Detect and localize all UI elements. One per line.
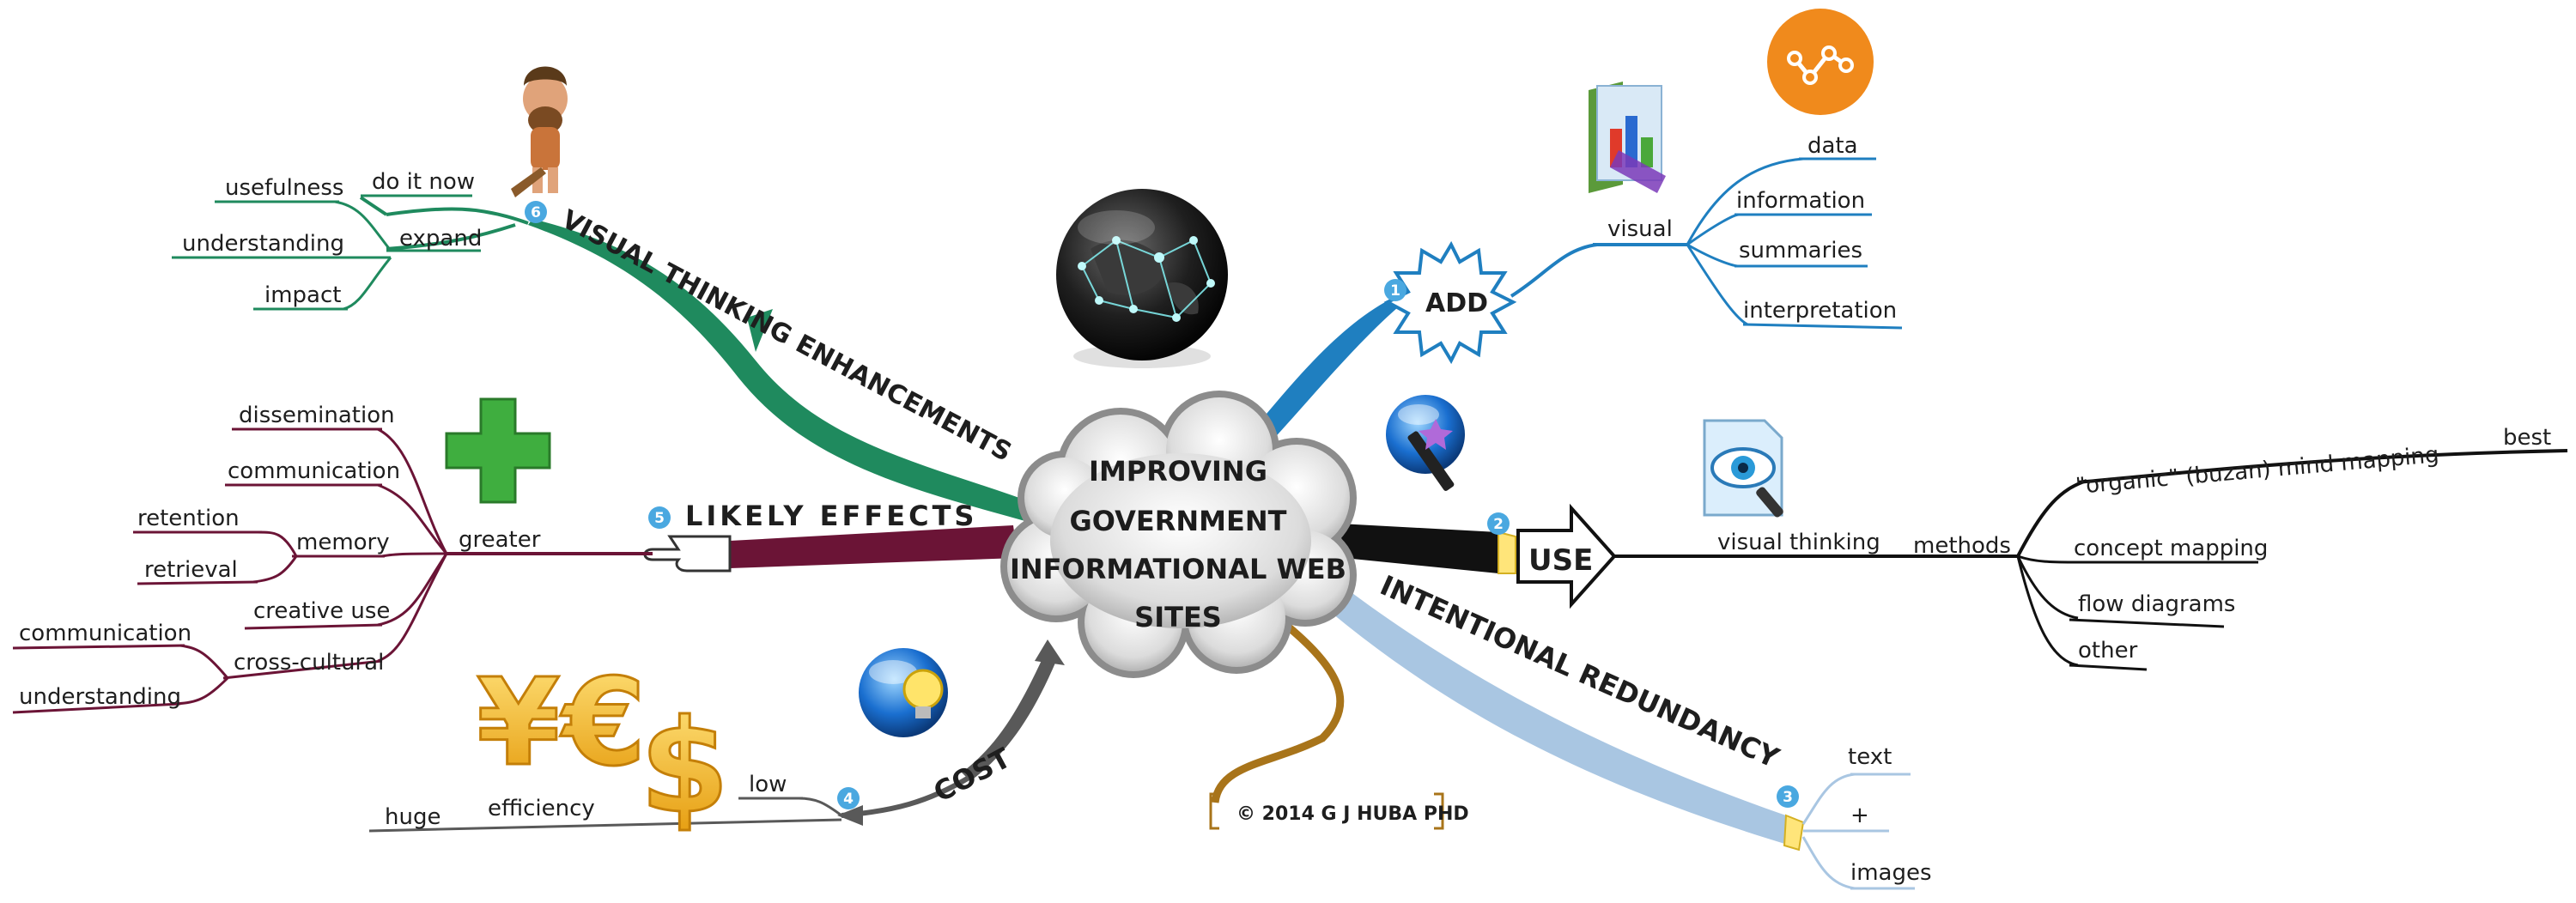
label-huge: huge <box>385 804 440 830</box>
central-title-line-2: GOVERNMENT <box>1070 505 1287 537</box>
eye-document-icon <box>1703 419 1783 518</box>
label-plus: + <box>1850 803 1869 828</box>
chart-circle-icon <box>1767 9 1874 115</box>
label-text: text <box>1848 744 1892 770</box>
dollar-icon: $ <box>640 693 729 842</box>
likely-effects-title: LIKELY EFFECTS <box>685 500 977 532</box>
badge-3-number: 3 <box>1783 789 1793 806</box>
label-dissemination: dissemination <box>239 403 395 428</box>
yen-icon: ¥ <box>477 653 560 793</box>
lightbulb-globe-icon <box>859 648 948 737</box>
use-arrow-shape <box>1516 503 1617 609</box>
use-title: USE <box>1528 543 1593 578</box>
pointing-hand-icon <box>643 535 732 573</box>
badge-2-number: 2 <box>1493 516 1504 533</box>
label-concept-mapping: concept mapping <box>2074 536 2268 561</box>
copyright-text: © 2014 G J HUBA PHD <box>1236 803 1469 825</box>
label-retrieval: retrieval <box>144 557 238 583</box>
label-visual: visual <box>1607 216 1673 242</box>
add-starburst-shape <box>1383 240 1517 365</box>
branch-intentional-redundancy: 3 INTENTIONAL REDUNDANCY text + images <box>1322 569 1932 890</box>
central-cloud-shape <box>1000 391 1357 678</box>
central-title-line-3: INFORMATIONAL WEB <box>1010 553 1346 585</box>
label-low: low <box>749 772 787 797</box>
label-cc-understanding: understanding <box>19 684 181 710</box>
label-retention: retention <box>137 506 240 531</box>
label-organic-mind-mapping: "organic" (buzan) mind mapping <box>2075 442 2440 500</box>
branch-add: 1 ADD visual data information summaries … <box>1254 133 1903 442</box>
label-summaries: summaries <box>1739 238 1862 264</box>
label-visual-thinking: visual thinking <box>1717 530 1880 555</box>
badge-6-number: 6 <box>531 204 541 221</box>
label-methods: methods <box>1913 533 2011 559</box>
label-creative-use: creative use <box>253 598 390 624</box>
central-title-line-4: SITES <box>1134 601 1222 633</box>
label-impact: impact <box>264 282 341 308</box>
badge-4-number: 4 <box>843 791 854 808</box>
label-other: other <box>2078 638 2138 664</box>
label-data: data <box>1807 133 1858 159</box>
label-do-it-now: do it now <box>372 169 475 195</box>
label-flow-diagrams: flow diagrams <box>2078 591 2235 617</box>
visual-thinking-title: VISUAL THINKING ENHANCEMENTS <box>556 204 1016 468</box>
currency-icons: ¥ € $ <box>476 652 731 844</box>
cost-title: COST <box>928 742 1016 809</box>
label-interpretation: interpretation <box>1743 298 1897 324</box>
euro-icon: € <box>560 653 646 793</box>
label-cross-cultural: cross-cultural <box>234 650 384 676</box>
label-understanding: understanding <box>182 231 344 257</box>
label-usefulness: usefulness <box>225 175 343 201</box>
label-best: best <box>2503 425 2551 451</box>
central-topic[interactable]: IMPROVING GOVERNMENT INFORMATIONAL WEB S… <box>1000 391 1357 678</box>
copyright-branch: © 2014 G J HUBA PHD <box>1209 623 1469 830</box>
branch-likely-effects: 5 LIKELY EFFECTS greater dissemination c… <box>12 403 1018 714</box>
add-title: ADD <box>1425 288 1488 318</box>
globe-icon <box>1056 189 1228 368</box>
folder-chart-icon <box>1589 82 1666 193</box>
label-cc-communication: communication <box>19 621 191 646</box>
label-greater: greater <box>459 527 541 553</box>
label-memory: memory <box>296 530 390 555</box>
caveman-icon <box>511 66 568 197</box>
badge-1-number: 1 <box>1390 282 1400 300</box>
label-images: images <box>1850 860 1932 886</box>
magic-wand-globe-icon <box>1386 395 1465 491</box>
badge-5-number: 5 <box>654 510 665 527</box>
green-plus-icon <box>445 397 551 504</box>
label-efficiency: efficiency <box>488 796 595 821</box>
label-information: information <box>1736 188 1865 214</box>
label-expand: expand <box>399 226 482 252</box>
label-communication: communication <box>228 458 400 484</box>
central-title-line-1: IMPROVING <box>1089 455 1267 488</box>
badge-6 <box>525 201 547 223</box>
